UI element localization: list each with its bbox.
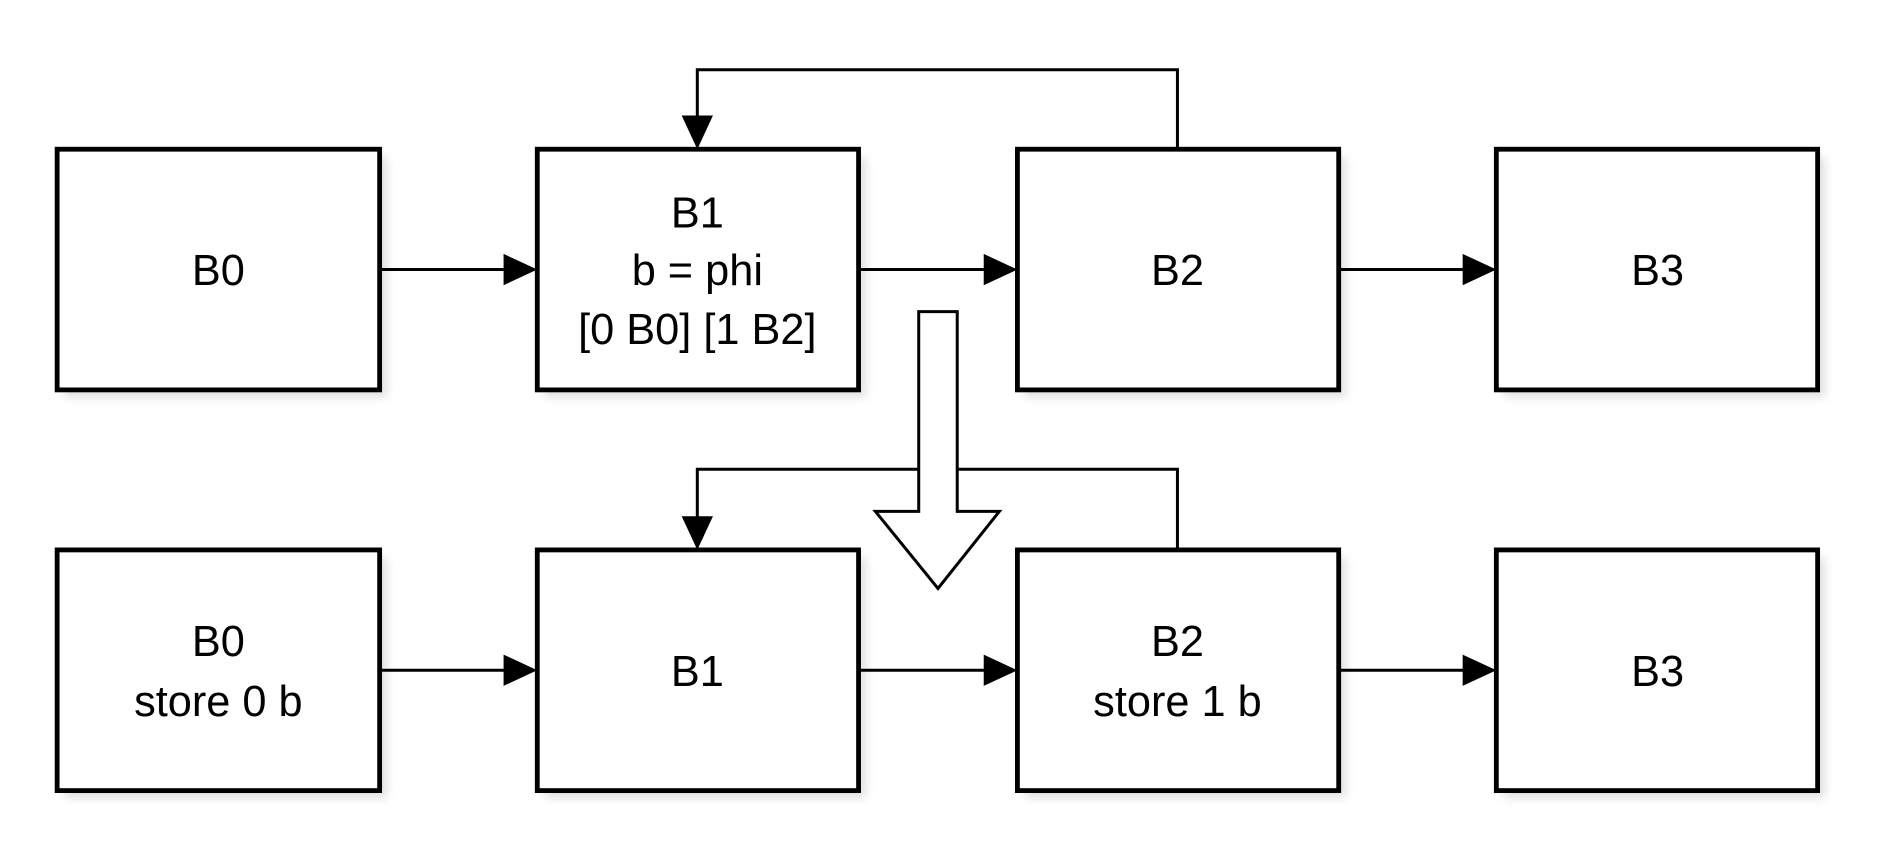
arrowhead-icon (983, 253, 1018, 286)
back-edge-b2-b1 (695, 68, 1179, 150)
bottom-row: B0 store 0 b B1 B2 store 1 b B3 (54, 467, 1825, 798)
arrowhead-icon (503, 253, 538, 286)
block-label: B2 (1151, 247, 1204, 295)
arrowhead-icon (1462, 253, 1497, 286)
bottom-block-b0: B0 store 0 b (54, 547, 387, 798)
bottom-edges (379, 467, 1497, 686)
top-row: B0 B1 b = phi [0 B0] [1 B2] B2 B3 (54, 68, 1825, 398)
transform-down-arrow-icon (872, 310, 1003, 591)
bottom-block-b1: B1 (534, 547, 866, 798)
top-block-b2: B2 (1014, 146, 1346, 398)
block-label: B0 (192, 618, 245, 666)
arrowhead-icon (983, 654, 1018, 686)
block-label: B3 (1631, 247, 1684, 295)
top-block-b1: B1 b = phi [0 B0] [1 B2] (534, 146, 866, 398)
top-block-b3: B3 (1493, 146, 1825, 398)
block-label: B0 (192, 247, 245, 295)
top-edges (379, 68, 1497, 286)
top-block-b0: B0 (54, 146, 387, 398)
block-label: B1 (671, 189, 724, 237)
arrowhead-icon (681, 516, 713, 550)
arrowhead-icon (503, 654, 538, 686)
phi-instruction: b = phi (632, 247, 763, 295)
block-label: B1 (671, 648, 724, 696)
store-instruction: store 1 b (1093, 678, 1262, 726)
arrowhead-icon (1462, 654, 1497, 686)
block-label: B3 (1631, 648, 1684, 696)
store-instruction: store 0 b (134, 678, 303, 726)
block-label: B2 (1151, 618, 1204, 666)
arrowhead-icon (681, 115, 713, 150)
bottom-block-b3: B3 (1493, 547, 1825, 798)
phi-operands: [0 B0] [1 B2] (578, 306, 816, 354)
bottom-block-b2: B2 store 1 b (1014, 547, 1346, 798)
